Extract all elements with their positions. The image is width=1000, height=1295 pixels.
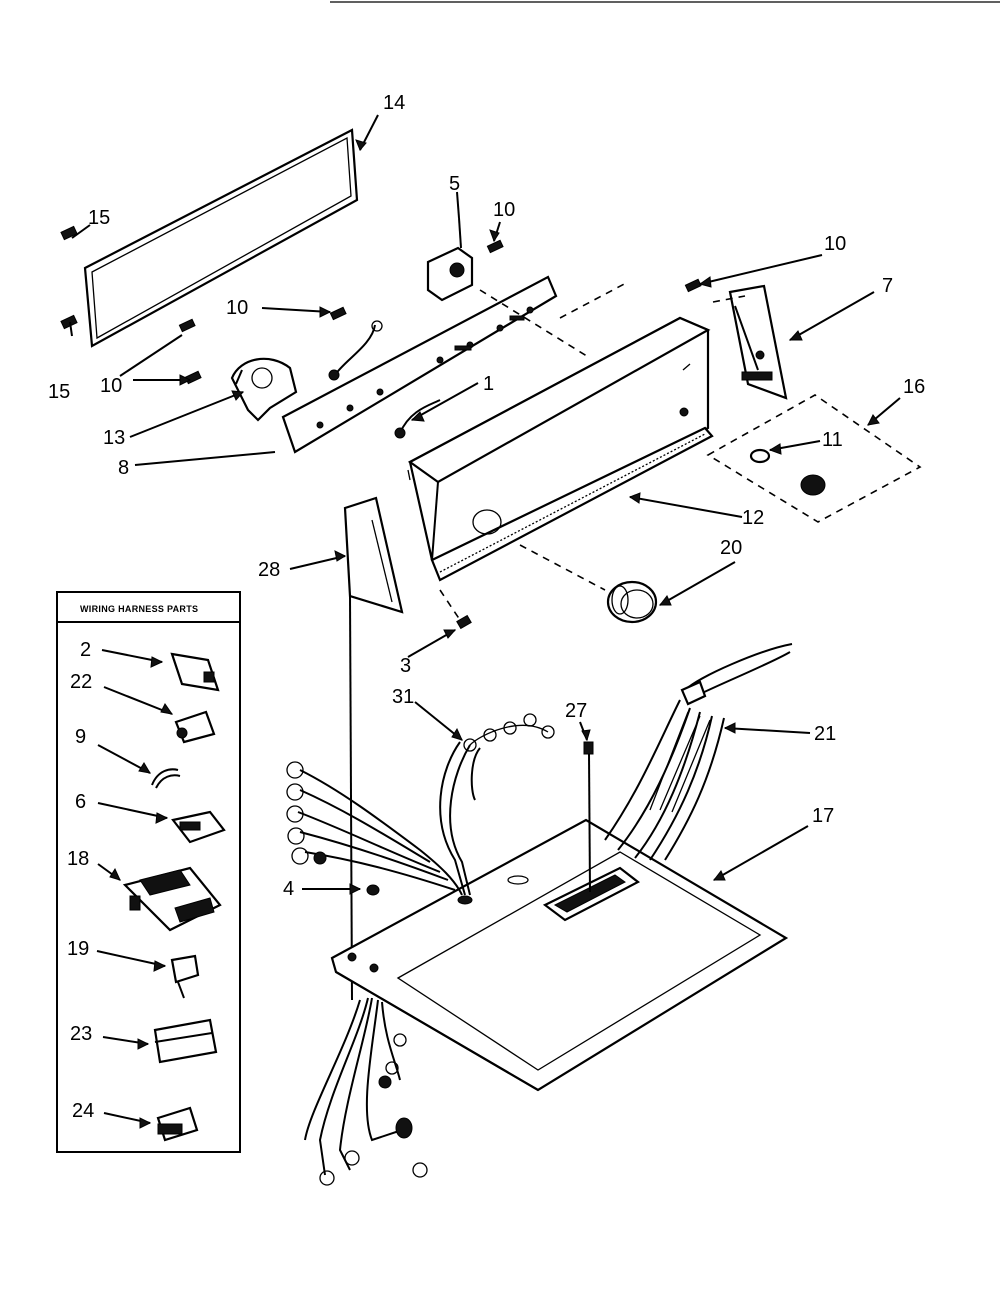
callout-7: 7 bbox=[882, 275, 893, 297]
callout-21: 21 bbox=[814, 723, 836, 745]
callout-28: 28 bbox=[258, 559, 280, 581]
callout-10-timer: 10 bbox=[100, 375, 122, 397]
callout-8: 8 bbox=[118, 457, 129, 479]
part-10-screws bbox=[178, 239, 702, 385]
callout-5: 5 bbox=[449, 173, 460, 195]
part-4-grommet bbox=[366, 884, 380, 896]
part-7-end-cap bbox=[728, 284, 788, 400]
part-2-connector bbox=[170, 652, 220, 692]
callout-16: 16 bbox=[903, 376, 925, 398]
part-18-connector-block bbox=[122, 866, 222, 932]
callout-23: 23 bbox=[70, 1023, 92, 1045]
callout-22: 22 bbox=[70, 671, 92, 693]
part-9-clip bbox=[151, 768, 181, 789]
callout-17: 17 bbox=[812, 805, 834, 827]
callout-12: 12 bbox=[742, 507, 764, 529]
guide-line-3 bbox=[712, 295, 746, 303]
callout-27: 27 bbox=[565, 700, 587, 722]
part-23-connector bbox=[153, 1018, 218, 1064]
part-13-timer bbox=[230, 357, 298, 422]
callout-11: 11 bbox=[822, 429, 843, 451]
callout-4: 4 bbox=[283, 878, 294, 900]
callout-15-top: 15 bbox=[88, 207, 110, 229]
callout-10-right: 10 bbox=[824, 233, 846, 255]
part-27-screw bbox=[583, 741, 594, 893]
callout-3: 3 bbox=[400, 655, 411, 677]
part-28-end-cap bbox=[343, 496, 404, 1001]
callout-24: 24 bbox=[72, 1100, 94, 1122]
part-24-connector bbox=[156, 1106, 199, 1142]
part-17-top bbox=[330, 818, 789, 1092]
callout-15-bottom: 15 bbox=[48, 381, 70, 403]
part-31-harness bbox=[439, 713, 555, 896]
callout-6: 6 bbox=[75, 791, 86, 813]
leader-lines bbox=[69, 114, 901, 1129]
part-21-main-harness bbox=[604, 643, 793, 861]
part-16-knob-kit bbox=[706, 394, 922, 523]
part-22-connector bbox=[174, 710, 216, 744]
guide-line-2 bbox=[559, 281, 629, 319]
callout-20: 20 bbox=[720, 537, 742, 559]
part-12-base-strip bbox=[430, 426, 714, 582]
part-15-screw-upper bbox=[60, 225, 78, 241]
callout-2: 2 bbox=[80, 639, 91, 661]
part-15-screw-lower bbox=[60, 314, 78, 330]
callout-14: 14 bbox=[383, 92, 405, 114]
part-20-knob bbox=[519, 544, 658, 624]
callout-18: 18 bbox=[67, 848, 89, 870]
callout-10-left: 10 bbox=[226, 297, 248, 319]
part-19-clip bbox=[170, 954, 200, 999]
callout-31: 31 bbox=[392, 686, 414, 708]
part-3-screw bbox=[439, 589, 472, 630]
harness-parts-panel bbox=[56, 591, 241, 1153]
part-8-control-panel bbox=[281, 275, 558, 454]
guide-line-1 bbox=[479, 289, 591, 359]
part-5-switch bbox=[426, 217, 474, 302]
callout-10-switch: 10 bbox=[493, 199, 515, 221]
part-1-wire bbox=[328, 320, 441, 439]
callout-1: 1 bbox=[483, 373, 494, 395]
callout-13: 13 bbox=[103, 427, 125, 449]
callout-19: 19 bbox=[67, 938, 89, 960]
bottom-harness-bundle bbox=[304, 997, 428, 1186]
left-harness-bundle bbox=[286, 761, 463, 896]
harness-panel-title: WIRING HARNESS PARTS bbox=[80, 604, 198, 614]
part-14-rear-panel bbox=[83, 128, 359, 348]
part-6-connector bbox=[171, 810, 226, 844]
callout-9: 9 bbox=[75, 726, 86, 748]
